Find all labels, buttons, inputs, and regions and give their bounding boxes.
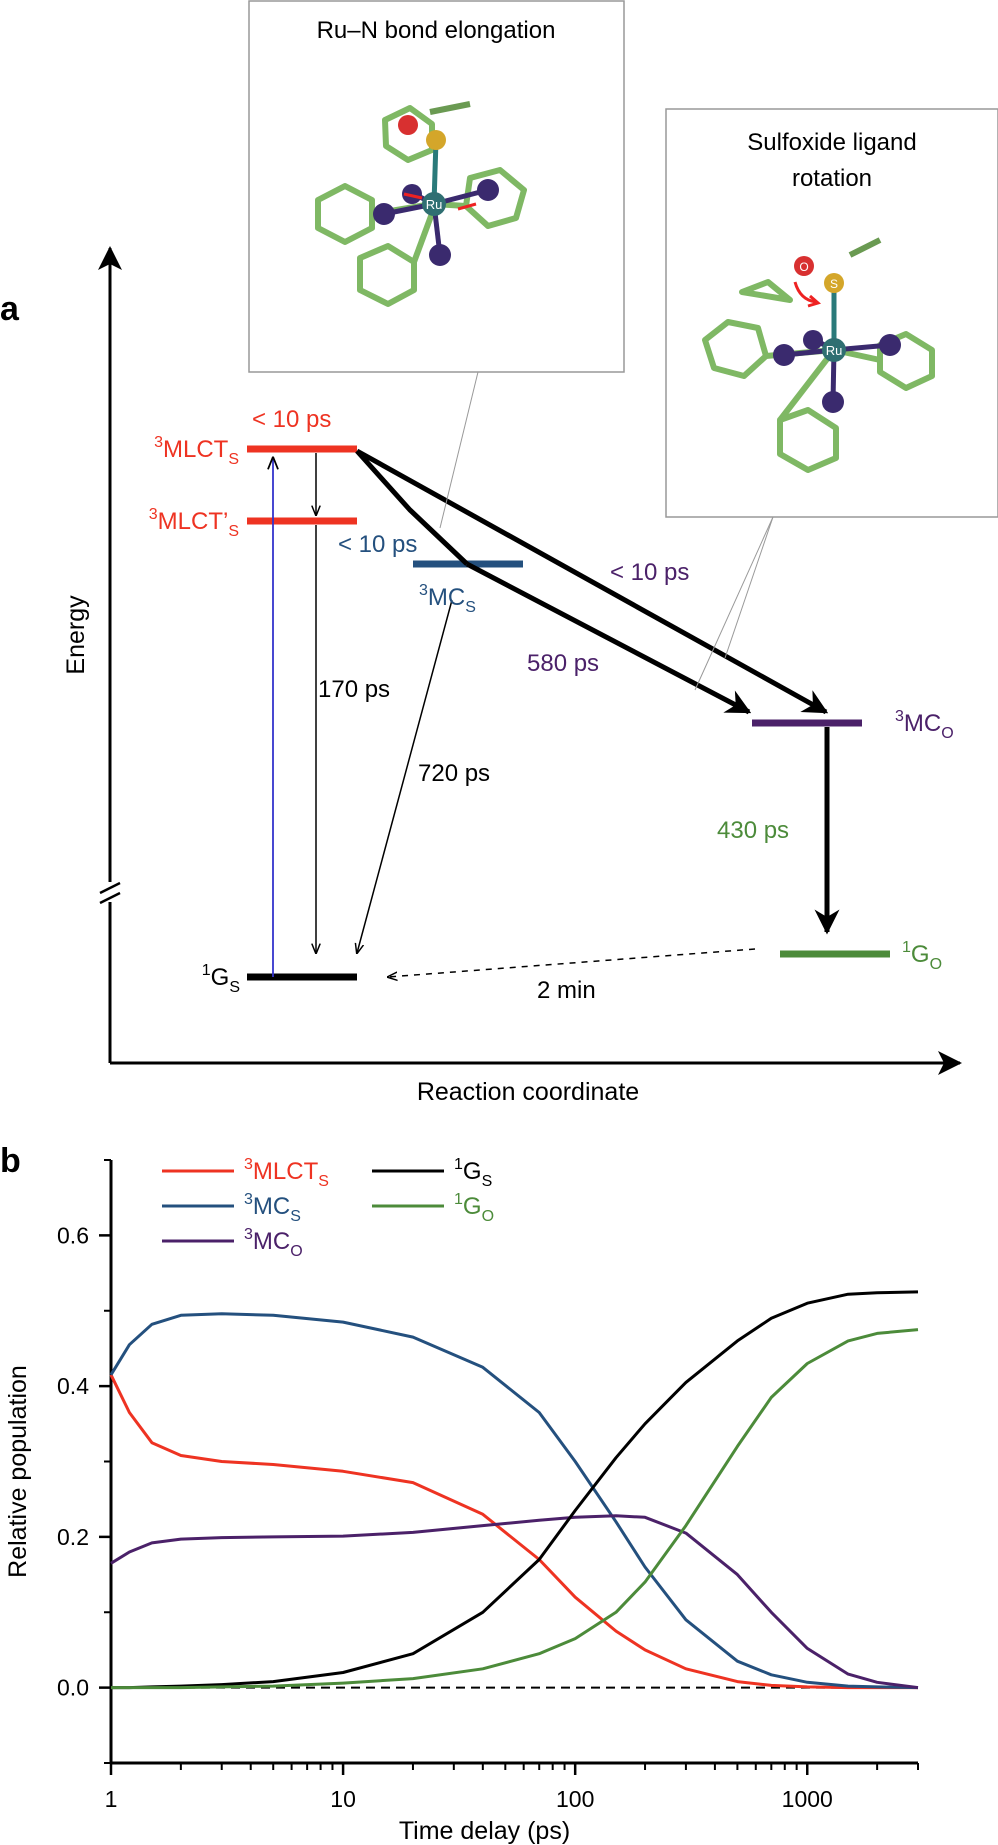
- x-axis-label: Time delay (ps): [399, 1817, 570, 1845]
- inset-right-title-line2: rotation: [792, 165, 872, 192]
- oxygen-atom: [794, 256, 814, 276]
- rotation-arrow-head: [807, 294, 822, 308]
- rate-prime-to-gs: 170 ps: [318, 676, 390, 703]
- nitrogen-atom: [773, 344, 795, 366]
- rate-mc-s-to-gs: 720 ps: [418, 760, 490, 787]
- rate-mlct-to-prime: < 10 ps: [252, 406, 331, 433]
- nitrogen-atom: [477, 179, 499, 201]
- y-tick-label: 0.0: [57, 1675, 89, 1701]
- inset-ru-n-elongation: Ru–N bond elongation: [248, 0, 625, 373]
- molecule-model-left: [315, 101, 527, 307]
- callout-line-right-1: [694, 516, 774, 691]
- series-line-mlct_s: [109, 1374, 918, 1690]
- panel-a: a Energy Reaction coordinate < 10 ps <: [0, 0, 998, 1106]
- label-g-o: 1GO: [902, 939, 942, 973]
- nitrogen-atom: [429, 244, 451, 266]
- inset-left-title: Ru–N bond elongation: [317, 17, 556, 44]
- inset-sulfoxide-rotation: Sulfoxide ligand rotation: [665, 108, 998, 518]
- y-axis-label: Relative population: [4, 1365, 32, 1578]
- ruthenium-label: Ru: [426, 197, 443, 212]
- ruthenium-atom: [422, 192, 446, 216]
- nitrogen-atom: [402, 184, 422, 204]
- oxygen-atom: [398, 115, 418, 135]
- label-mlct-s: 3MLCTS: [154, 434, 239, 468]
- y-tick-label: 0.6: [57, 1222, 89, 1248]
- rotation-arrow: [793, 281, 817, 304]
- nitrogen-atom: [822, 391, 844, 413]
- legend-label-mc_o: 3MCO: [244, 1226, 303, 1260]
- reaction-coordinate-label: Reaction coordinate: [417, 1078, 639, 1106]
- x-tick-label: 1000: [782, 1786, 833, 1812]
- label-mlct-prime-s: 3MLCT’S: [149, 506, 239, 540]
- nitrogen-atom: [879, 334, 901, 356]
- sulfur-atom: [824, 273, 844, 293]
- label-mc-o: 3MCO: [895, 708, 954, 742]
- callout-line-right-2: [724, 516, 774, 659]
- legend-label-mc_s: 3MCS: [244, 1191, 301, 1225]
- ruthenium-label: Ru: [826, 343, 843, 358]
- x-tick-label: 10: [330, 1786, 356, 1812]
- panel-b-letter: b: [0, 1142, 21, 1180]
- rate-mc-o-to-g-o: 430 ps: [717, 817, 789, 844]
- nitrogen-atom: [803, 330, 823, 350]
- inset-right-title-line1: Sulfoxide ligand: [747, 129, 916, 156]
- legend-label-mlct_s: 3MLCTS: [244, 1156, 329, 1190]
- sulfur-label: S: [830, 277, 838, 291]
- rate-mc-s-to-mc-o: 580 ps: [527, 650, 599, 677]
- x-tick-label: 100: [556, 1786, 594, 1812]
- y-tick-label: 0.4: [57, 1373, 89, 1399]
- callout-line-left: [439, 371, 479, 529]
- series-line-mc_o: [110, 1514, 919, 1690]
- rate-g-o-to-gs: 2 min: [537, 977, 596, 1004]
- elongation-arrows: [403, 192, 477, 211]
- arrow-mlct-to-mc-o: [355, 448, 829, 715]
- sulfur-atom: [426, 130, 446, 150]
- rate-mlct-to-mc-s: < 10 ps: [338, 531, 417, 558]
- series-line-g_o: [111, 1328, 919, 1690]
- series-line-mc_s: [109, 1312, 919, 1690]
- legend-label-g_s: 1GS: [454, 1156, 492, 1190]
- arrow-mc-s-to-gs: [357, 599, 453, 953]
- legend: 3MLCTS 1GS 3MCS 1GO 3MCO: [162, 1156, 494, 1260]
- series-line-g_s: [111, 1290, 919, 1690]
- label-mc-s: 3MCS: [419, 582, 476, 616]
- axis-break: [99, 881, 121, 905]
- legend-label-g_o: 1GO: [454, 1191, 494, 1225]
- panel-a-letter: a: [0, 290, 20, 328]
- x-tick-label: 1: [105, 1786, 118, 1812]
- arrow-g-o-to-gs: [388, 948, 756, 977]
- y-tick-label: 0.2: [57, 1524, 89, 1550]
- rate-mlct-to-mc-o: < 10 ps: [610, 559, 689, 586]
- oxygen-label: O: [799, 260, 808, 274]
- nitrogen-atom: [373, 203, 395, 225]
- energy-axis-label: Energy: [62, 595, 90, 675]
- arrow-mc-s-to-mc-o: [465, 561, 752, 715]
- label-g-s: 1GS: [202, 962, 240, 996]
- ruthenium-atom: [822, 338, 846, 362]
- arrow-mlct-to-mc-s: [355, 449, 469, 566]
